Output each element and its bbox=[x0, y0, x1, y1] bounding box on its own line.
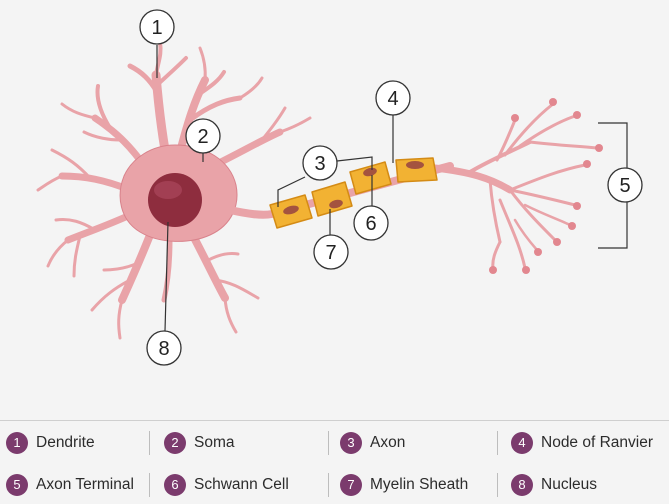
legend-badge: 5 bbox=[6, 474, 28, 496]
legend-divider bbox=[497, 473, 498, 497]
legend-badge: 2 bbox=[164, 432, 186, 454]
callout-1: 1 bbox=[139, 9, 175, 45]
callout-circle bbox=[139, 9, 175, 45]
schwann-cell-3 bbox=[349, 161, 392, 195]
legend-item-axon: 3 Axon bbox=[340, 430, 405, 456]
legend-divider bbox=[328, 473, 329, 497]
legend-badge: 3 bbox=[340, 432, 362, 454]
callout-3: 3 bbox=[302, 145, 338, 181]
legend-divider bbox=[149, 473, 150, 497]
legend-item-node-of-ranvier: 4 Node of Ranvier bbox=[511, 430, 653, 456]
legend-label: Myelin Sheath bbox=[370, 476, 469, 493]
callout-7: 7 bbox=[313, 234, 349, 270]
callout-circle bbox=[313, 234, 349, 270]
callout-2: 2 bbox=[185, 118, 221, 154]
legend-badge: 8 bbox=[511, 474, 533, 496]
legend-label: Dendrite bbox=[36, 434, 95, 451]
neuron-illustration bbox=[36, 40, 603, 340]
legend-divider bbox=[328, 431, 329, 455]
callout-number: 3 bbox=[314, 153, 325, 175]
callouts: 1 2 3 4 5 6 7 8 bbox=[139, 9, 643, 366]
callout-number: 8 bbox=[158, 338, 169, 360]
legend-label: Soma bbox=[194, 434, 235, 451]
callout-number: 1 bbox=[151, 17, 162, 39]
callout-number: 2 bbox=[197, 126, 208, 148]
nucleus-shape bbox=[148, 173, 202, 227]
legend-divider bbox=[497, 431, 498, 455]
legend-label: Nucleus bbox=[541, 476, 597, 493]
legend-badge: 1 bbox=[6, 432, 28, 454]
schwann-cell-4 bbox=[395, 157, 438, 183]
callout-circle bbox=[353, 205, 389, 241]
callout-number: 5 bbox=[619, 175, 630, 197]
schwann-nucleus-1 bbox=[283, 205, 299, 215]
schwann-nucleus-4 bbox=[406, 161, 424, 169]
legend-label: Node of Ranvier bbox=[541, 434, 654, 451]
callout-circle bbox=[607, 167, 643, 203]
legend: 1 Dendrite 2 Soma 3 Axon 4 Node of Ranvier 5 Axon… bbox=[0, 420, 669, 504]
legend-item-axon-terminal: 5 Axon Terminal bbox=[6, 472, 134, 498]
schwann-nucleus-3 bbox=[363, 167, 377, 177]
legend-badge: 4 bbox=[511, 432, 533, 454]
legend-item-dendrite: 1 Dendrite bbox=[6, 430, 95, 456]
legend-badge: 7 bbox=[340, 474, 362, 496]
callout-circle bbox=[185, 118, 221, 154]
legend-item-nucleus: 8 Nucleus bbox=[511, 472, 597, 498]
legend-item-schwann-cell: 6 Schwann Cell bbox=[164, 472, 289, 498]
legend-label: Schwann Cell bbox=[194, 476, 289, 493]
schwann-nucleus-2 bbox=[329, 199, 343, 209]
legend-item-soma: 2 Soma bbox=[164, 430, 235, 456]
legend-divider bbox=[149, 431, 150, 455]
callout-circle bbox=[375, 80, 411, 116]
callout-circle bbox=[146, 330, 182, 366]
myelin-segments bbox=[269, 157, 438, 229]
schwann-cell-2 bbox=[311, 181, 353, 217]
callout-5: 5 bbox=[607, 167, 643, 203]
callout-6: 6 bbox=[353, 205, 389, 241]
dendrites bbox=[36, 40, 312, 340]
callout-number: 4 bbox=[387, 88, 398, 110]
callout-8: 8 bbox=[146, 330, 182, 366]
callout-circle bbox=[302, 145, 338, 181]
legend-item-myelin-sheath: 7 Myelin Sheath bbox=[340, 472, 468, 498]
legend-label: Axon bbox=[370, 434, 406, 451]
callout-number: 6 bbox=[365, 213, 376, 235]
axon-terminal-knobs bbox=[489, 98, 603, 274]
nucleus-highlight bbox=[154, 181, 182, 199]
axon-terminal-branches bbox=[431, 102, 599, 270]
legend-label: Axon Terminal bbox=[36, 476, 134, 493]
callout-number: 7 bbox=[325, 242, 336, 264]
neuron-diagram: 1 2 3 4 5 6 7 8 bbox=[36, 9, 643, 366]
callout-4: 4 bbox=[375, 80, 411, 116]
legend-badge: 6 bbox=[164, 474, 186, 496]
